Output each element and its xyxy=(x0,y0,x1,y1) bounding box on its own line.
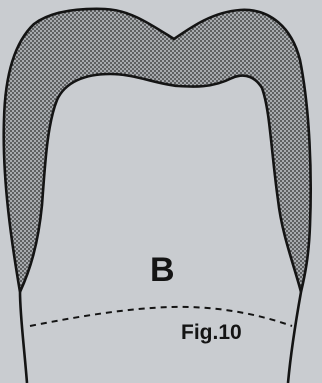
figure-caption: Fig.10 xyxy=(181,322,242,343)
region-label-b: B xyxy=(150,253,175,287)
